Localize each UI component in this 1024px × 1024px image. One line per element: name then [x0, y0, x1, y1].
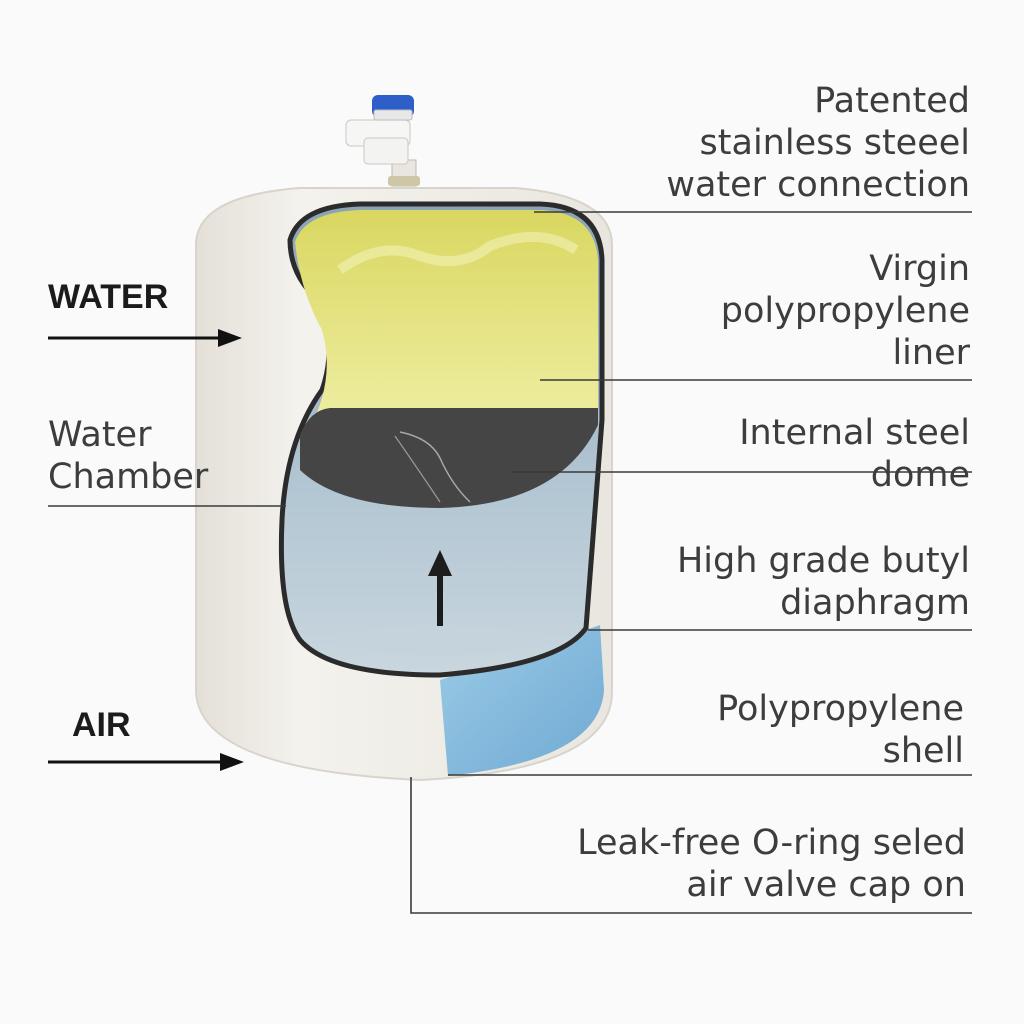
- valve-cap-line-1: Leak-free O-ring seled: [577, 823, 966, 863]
- dome-line-1: Internal steel: [739, 413, 970, 453]
- valve-cap-line-2: air valve cap on: [686, 865, 966, 905]
- diaphragm-line-2: diaphragm: [780, 583, 970, 623]
- internal-steel-dome: [300, 408, 598, 508]
- water-chamber-line-1: Water: [48, 415, 152, 455]
- water-chamber-label: Water Chamber: [48, 414, 208, 498]
- liner-line-1: Virgin: [869, 249, 970, 289]
- shell-label: Polypropylene shell: [717, 688, 964, 772]
- air-inlet-arrow-icon: [48, 753, 244, 771]
- polypropylene-shell-section: [440, 625, 604, 776]
- leader-lines: [48, 211, 972, 914]
- air-side-label: AIR: [72, 706, 131, 744]
- connection-line-1: Patented: [814, 81, 970, 121]
- valve-cap-label: Leak-free O-ring seled air valve cap on: [577, 822, 966, 906]
- diaphragm-line-1: High grade butyl: [676, 541, 970, 581]
- up-arrow-icon: [428, 550, 452, 626]
- diaphragm-label: High grade butyl diaphragm: [677, 540, 970, 624]
- water-side-label: WATER: [48, 278, 169, 316]
- shell-line-1: Polypropylene: [717, 689, 964, 729]
- shell-line-2: shell: [882, 731, 964, 771]
- connection-line-3: water connection: [666, 165, 970, 205]
- liner-line-2: polypropylene: [720, 291, 970, 331]
- dome-label: Internal steel dome: [739, 412, 970, 496]
- water-inlet-arrow-icon: [48, 329, 242, 347]
- liner-label: Virgin polypropylene liner: [721, 248, 970, 374]
- dome-line-2: dome: [870, 455, 970, 495]
- liner-line-3: liner: [892, 333, 970, 373]
- water-connection-valve-icon: [345, 95, 420, 187]
- connection-line-2: stainless steeel: [699, 123, 970, 163]
- polypropylene-liner: [295, 210, 598, 415]
- connection-label: Patented stainless steeel water connecti…: [666, 80, 970, 206]
- water-chamber-line-2: Chamber: [48, 457, 209, 497]
